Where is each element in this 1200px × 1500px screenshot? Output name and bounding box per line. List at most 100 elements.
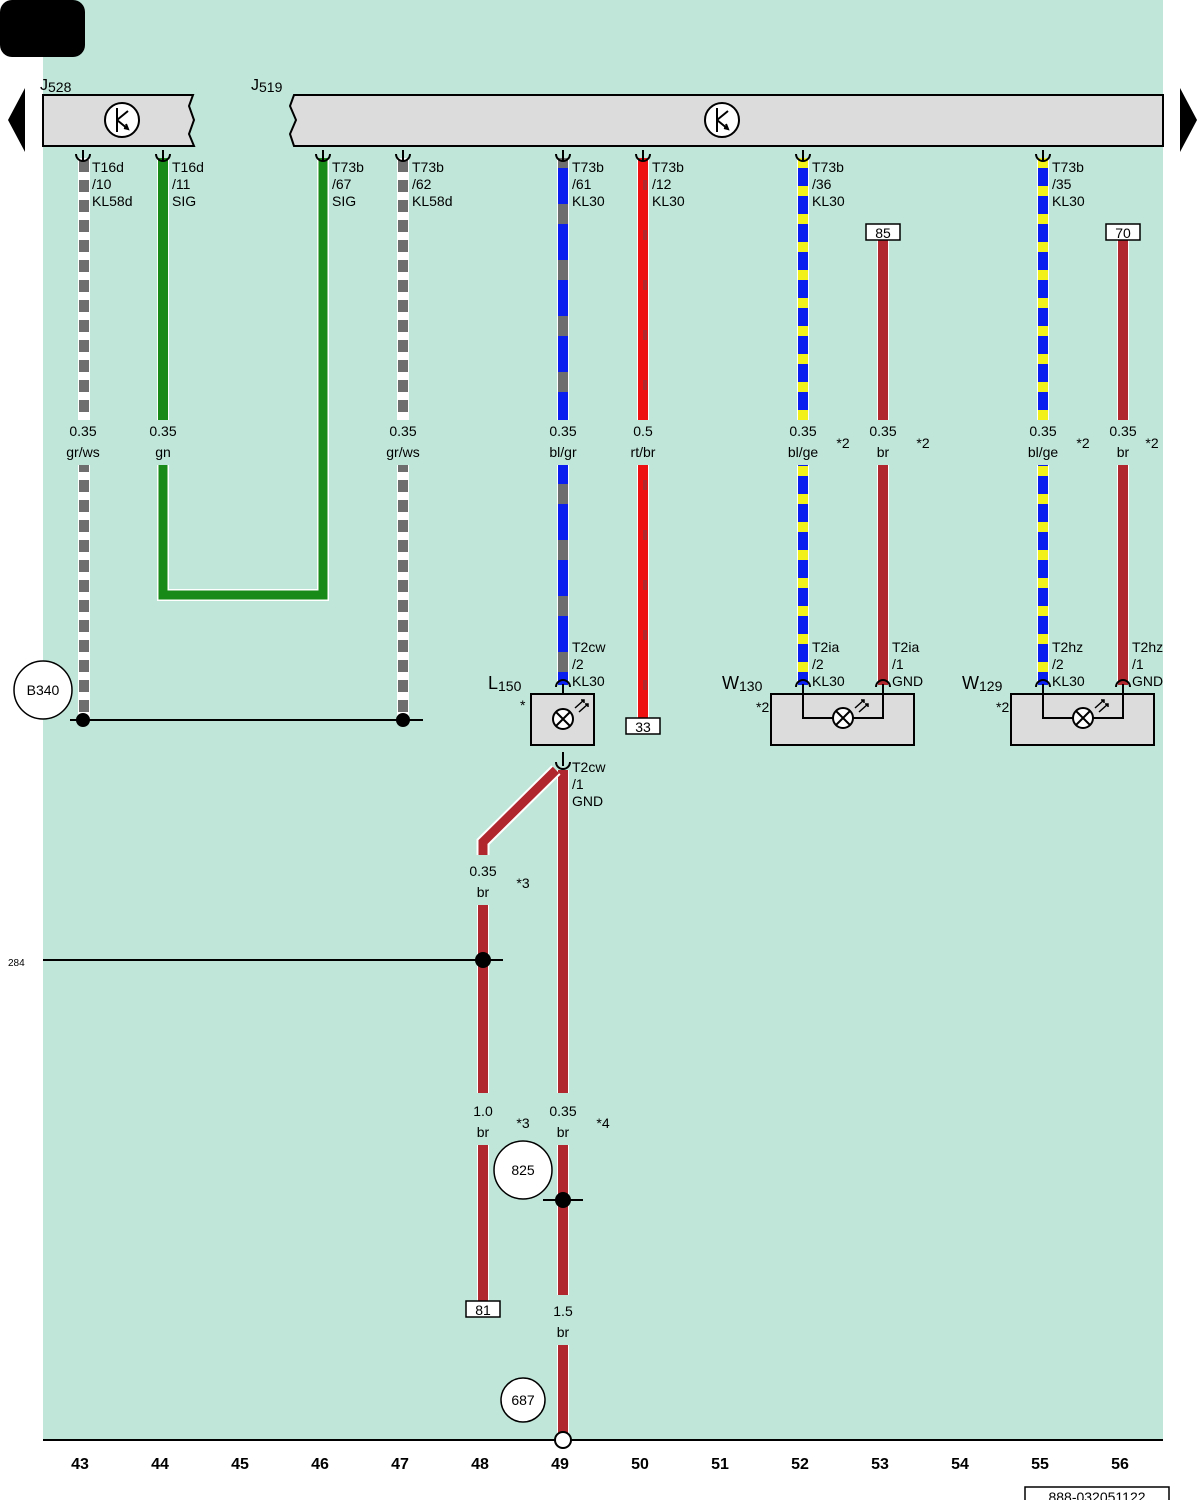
wire-size: 0.35 [389,423,416,439]
wire-size: 1.0 [473,1103,493,1119]
wire-size: 0.35 [1029,423,1056,439]
wire-size: 0.5 [633,423,653,439]
module-letter: J [40,77,48,94]
wire-note: *2 [836,435,849,451]
column-number: 45 [231,1456,249,1473]
doc-id-box [1024,1486,1170,1500]
ref-box[interactable]: 33 [635,719,651,735]
component-letter: L [488,673,498,693]
component-sub: 130 [739,678,763,694]
module-j528: J528 [40,77,196,147]
wire-color: br [557,1124,570,1140]
column-number: 50 [631,1456,649,1473]
column-number: 48 [471,1456,489,1473]
wire-size: 0.35 [869,423,896,439]
wire-size: 1.5 [553,1303,573,1319]
junction-dot [555,1192,571,1208]
wire-color: gr/ws [386,444,419,460]
column-number: 56 [1111,1456,1129,1473]
component-sub: 150 [498,678,522,694]
component-sub: 129 [979,678,1003,694]
ref-box[interactable]: 70 [1115,225,1131,241]
column-number: 51 [711,1456,729,1473]
prev-page-arrow-icon[interactable] [8,88,25,152]
svg-text:L150: L150 [488,673,522,694]
ground-label: 687 [511,1392,535,1408]
wire-note: *3 [516,1115,529,1131]
connector-label: T2hz [1132,639,1163,655]
wire-labels: 0.35 gr/ws 0.35 gn 0.35 gr/ws 0.35 bl/gr… [66,423,1159,1340]
connector-label: T73b [652,159,684,175]
connector-pins [75,150,1131,770]
svg-text:J519: J519 [251,77,283,95]
module-sub: 528 [48,79,72,95]
connector-label: T2cw [572,759,606,775]
wire-size: 0.35 [1109,423,1136,439]
wire-color: bl/gr [549,444,577,460]
column-number: 54 [951,1456,969,1473]
column-number: 49 [551,1456,569,1473]
wire-56 [1117,240,1129,685]
ref-box[interactable]: 81 [475,1302,491,1318]
wire-color: br [1117,444,1130,460]
wire-size: 0.35 [149,423,176,439]
svg-text:W129: W129 [962,673,1003,694]
wire-47 [397,158,409,720]
ground-point-label: B340 [27,682,60,698]
wire-note: *3 [516,875,529,891]
bulb-icon [1075,710,1091,726]
wire-color: gr/ws [66,444,99,460]
ref-box[interactable]: 85 [875,225,891,241]
column-number: 47 [391,1456,409,1473]
wire-note: *4 [596,1115,609,1131]
svg-text:W130: W130 [722,673,763,694]
wire-55 [1037,158,1049,685]
column-number: 44 [151,1456,169,1473]
component-note: *2 [996,699,1009,715]
connector-label: T2ia [892,639,919,655]
doc-id: 888-032051122 [1048,1489,1145,1500]
component-letter: W [962,673,979,693]
side-reference[interactable]: 284 [8,958,25,969]
module-j519: J519 [251,77,1164,147]
module-sub: 519 [259,79,283,95]
connector-label: T73b [572,159,604,175]
transistor-icon [116,108,130,132]
wire-color: bl/ge [788,444,819,460]
column-numbers: 43 44 45 46 47 48 49 50 51 52 53 54 55 5… [71,1456,1129,1473]
wire-color: br [557,1324,570,1340]
wire-53 [877,240,889,685]
wire-50 [637,158,649,718]
reference-boxes: 85 70 33 81 [465,223,1141,1318]
column-number: 43 [71,1456,89,1473]
connector-label: T2hz [1052,639,1083,655]
component-l150: L150 * [488,673,595,746]
connector-label: T2ia [812,639,839,655]
wire-color: gn [155,444,171,460]
transistor-icon [716,108,730,132]
svg-text:J528: J528 [40,77,72,95]
ground-point [554,1431,572,1449]
page-tab[interactable] [0,0,85,57]
component-note: *2 [756,699,769,715]
wire-note: *2 [1076,435,1089,451]
column-number: 52 [791,1456,809,1473]
next-page-arrow-icon[interactable] [1180,88,1197,152]
light-rays-icon [1094,699,1109,713]
wire-note: *2 [916,435,929,451]
column-number: 55 [1031,1456,1049,1473]
wire-size: 0.35 [469,863,496,879]
